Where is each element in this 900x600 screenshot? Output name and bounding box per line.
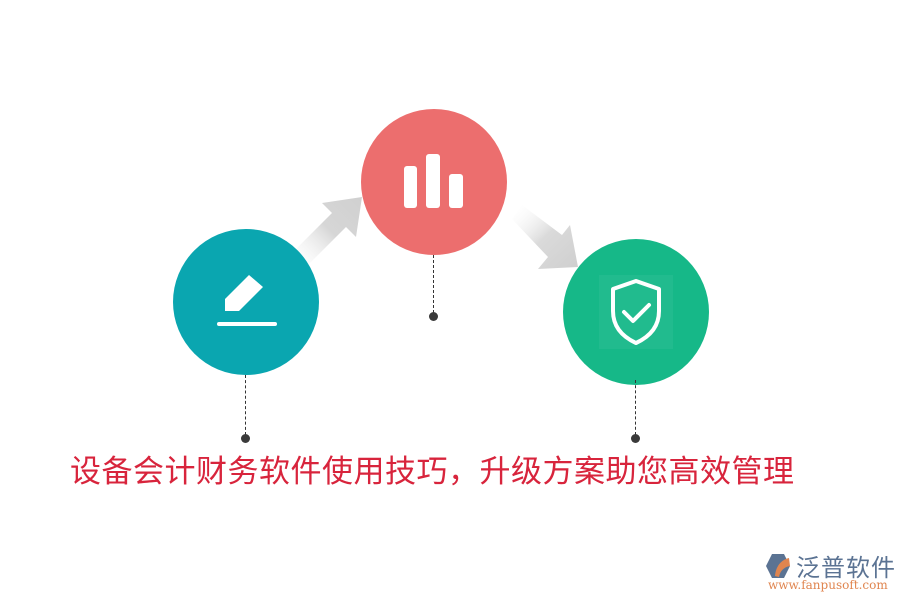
step-3-circle bbox=[563, 239, 709, 385]
shield-check-icon bbox=[599, 275, 673, 349]
step-1-dot bbox=[241, 434, 250, 443]
step-3-connector bbox=[635, 380, 636, 435]
logo-name: 泛普软件 bbox=[796, 554, 896, 582]
arrow-down-right bbox=[512, 205, 578, 269]
pencil-edit-icon bbox=[217, 275, 277, 326]
step-2-circle bbox=[361, 109, 507, 255]
logo-url: www.fanpusoft.com bbox=[768, 578, 888, 592]
step-1-circle bbox=[173, 229, 319, 375]
bar-chart-icon bbox=[404, 154, 463, 208]
step-1-connector bbox=[245, 375, 246, 435]
fanpu-logo-icon bbox=[766, 554, 790, 578]
step-2-dot bbox=[429, 312, 438, 321]
brand-logo: 泛普软件 www.fanpusoft.com bbox=[764, 548, 896, 594]
page-title: 设备会计财务软件使用技巧，升级方案助您高效管理 bbox=[70, 454, 795, 490]
step-3-dot bbox=[631, 434, 640, 443]
step-2-connector bbox=[433, 255, 434, 313]
arrow-up-right bbox=[290, 197, 362, 265]
